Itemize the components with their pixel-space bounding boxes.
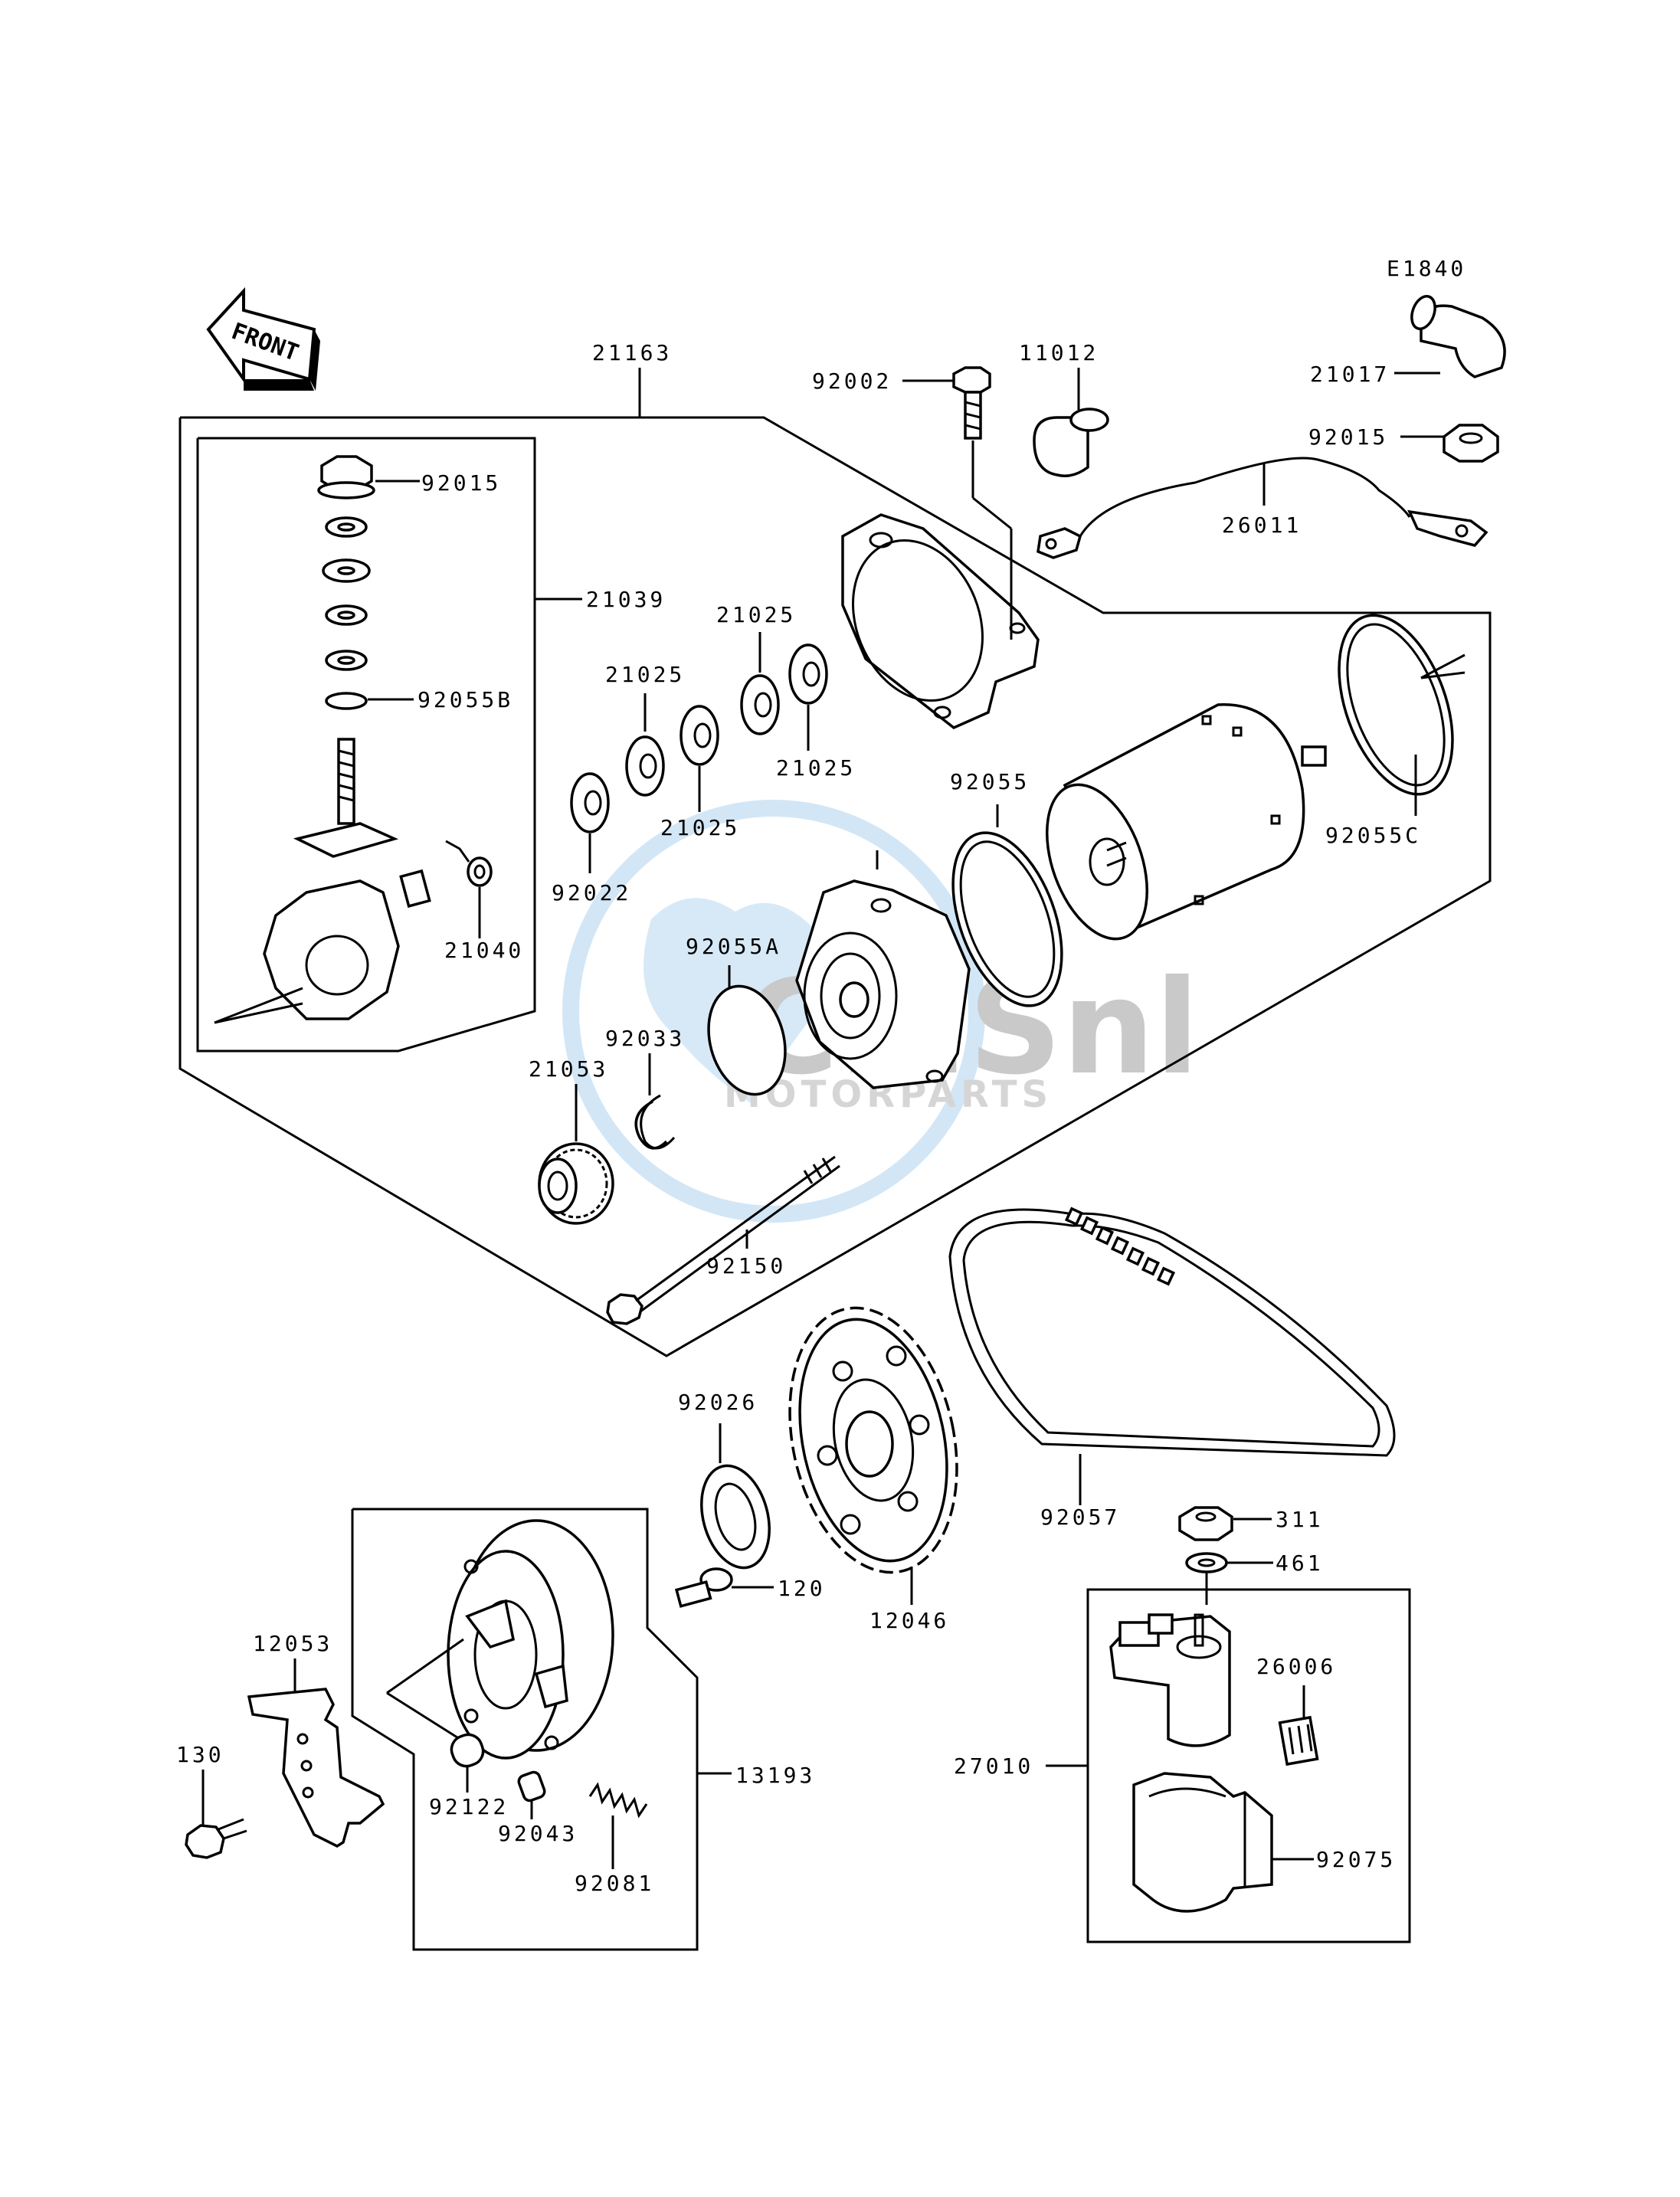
cap-11012: [1033, 368, 1109, 477]
starter-clutch: [386, 1519, 614, 1760]
label-26006: 26006: [1256, 1654, 1336, 1679]
o-ring-92055: [951, 831, 1063, 1007]
label-12053: 12053: [253, 1631, 332, 1656]
label-11012: 11012: [1019, 340, 1099, 365]
washer-21025-d: [788, 643, 828, 705]
terminal-bolt: [293, 738, 399, 858]
label-92033: 92033: [605, 1026, 685, 1051]
o-ring-92055C: [1338, 614, 1454, 796]
gear-21053: [538, 1084, 614, 1225]
assembly-outline-13193: [351, 1508, 699, 1951]
circlip-92033: [634, 1053, 676, 1150]
label-92057: 92057: [1040, 1505, 1120, 1530]
washer-92026: [700, 1423, 771, 1570]
washer-21025-c: [740, 674, 780, 735]
label-21025-c: 21025: [716, 602, 796, 627]
label-21053: 21053: [529, 1056, 608, 1082]
roller-92122: [450, 1733, 485, 1793]
o-ring-92055B: [325, 692, 368, 710]
nut-92015-inner: [317, 455, 420, 499]
nut-92015-top: [1400, 424, 1499, 463]
label-21025-b: 21025: [660, 815, 740, 840]
bolt-120: [674, 1567, 774, 1608]
washer-21025-b: [680, 705, 719, 766]
relay-27010: [1109, 1613, 1231, 1747]
bolt-92002: [902, 366, 1013, 640]
label-92055A: 92055A: [686, 934, 781, 959]
label-92150: 92150: [706, 1253, 786, 1279]
label-311: 311: [1276, 1507, 1324, 1532]
bolt-130: [185, 1770, 247, 1859]
front-arrow-icon: FRONT: [206, 286, 320, 391]
label-92055B: 92055B: [418, 687, 513, 712]
washer-92022: [570, 772, 610, 833]
label-92022: 92022: [552, 880, 631, 905]
pin-92043: [517, 1770, 546, 1819]
label-92081: 92081: [575, 1871, 654, 1896]
label-120: 120: [778, 1576, 826, 1601]
relay-cover-92075: [1132, 1772, 1314, 1913]
label-92015-top: 92015: [1308, 424, 1388, 450]
washer-461: [1185, 1552, 1273, 1605]
label-21025-d: 21025: [776, 755, 856, 781]
front-cover: [841, 513, 1040, 730]
label-21017: 21017: [1310, 362, 1390, 387]
brush-spring-21040: [445, 840, 493, 938]
label-27010: 27010: [954, 1753, 1033, 1779]
label-92075: 92075: [1316, 1847, 1396, 1872]
sprocket-12046: [788, 1306, 958, 1605]
label-92055: 92055: [950, 769, 1030, 794]
spring-92081: [588, 1782, 648, 1869]
label-92122: 92122: [429, 1794, 509, 1819]
label-130: 130: [176, 1742, 224, 1767]
starter-motor-body: [1045, 703, 1327, 941]
label-12046: 12046: [869, 1608, 949, 1633]
diagram-code: E1840: [1387, 256, 1466, 281]
label-21039: 21039: [586, 587, 666, 612]
rear-cover: [795, 850, 971, 1089]
label-92055C: 92055C: [1325, 823, 1421, 848]
label-92002: 92002: [812, 368, 892, 394]
nut-311: [1178, 1506, 1272, 1541]
cable-26011: [1036, 457, 1488, 559]
label-92026: 92026: [678, 1390, 758, 1415]
assembly-outline-21163: [178, 416, 1492, 1357]
label-26011: 26011: [1222, 512, 1302, 538]
brush-plate: [214, 869, 431, 1024]
label-21163: 21163: [592, 340, 672, 365]
o-ring-92055A: [707, 984, 787, 1096]
cap-21017: [1394, 295, 1506, 378]
bracket-12053: [247, 1658, 385, 1848]
label-92015-inner: 92015: [421, 470, 501, 496]
chain-92057: [948, 1207, 1396, 1505]
label-13193: 13193: [735, 1763, 815, 1788]
label-92043: 92043: [498, 1821, 578, 1846]
assembly-outline-21039: [196, 437, 536, 1053]
fuse-26006: [1278, 1685, 1319, 1766]
washer-21025-a: [625, 735, 665, 797]
label-21025-a: 21025: [605, 662, 685, 687]
label-21040: 21040: [444, 938, 524, 963]
label-461: 461: [1276, 1550, 1324, 1576]
bolt-92150: [606, 1155, 840, 1325]
